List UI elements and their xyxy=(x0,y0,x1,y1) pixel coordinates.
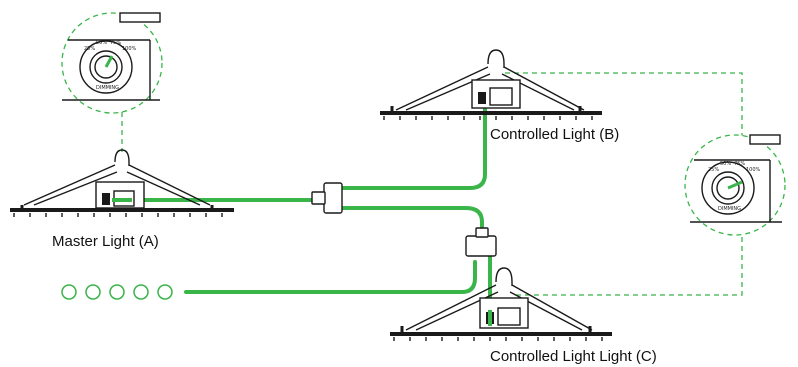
master-light xyxy=(10,149,234,217)
dial-mark: 75% xyxy=(110,40,121,46)
dial-mark: 50% xyxy=(96,40,107,46)
controlled-light-c xyxy=(390,267,612,341)
unit-circle xyxy=(109,284,125,300)
splitter-lower xyxy=(465,227,497,257)
label-controlled-light-b: Controlled Light (B) xyxy=(490,126,619,143)
zoom-links xyxy=(121,72,743,296)
dial-mark: 75% xyxy=(734,161,745,167)
unit-circle xyxy=(157,284,173,300)
zoom-callout-master: 25% 50% 75% 100% DIMMING xyxy=(61,12,163,114)
dial-mark: 100% xyxy=(746,167,761,173)
more-units-circles xyxy=(61,284,173,300)
unit-circle xyxy=(85,284,101,300)
unit-circle xyxy=(133,284,149,300)
dial-mark: 25% xyxy=(84,46,95,52)
zoom-callout-controlled: 25% 50% 75% 100% DIMMING xyxy=(684,134,786,236)
dial-caption: DIMMING xyxy=(96,85,119,91)
cable-chain-in xyxy=(184,260,477,294)
dial-mark: 25% xyxy=(708,167,719,173)
cables xyxy=(110,96,492,328)
dial-caption: DIMMING xyxy=(718,206,741,212)
zoom-link-controlled-b xyxy=(505,72,743,138)
unit-circle xyxy=(61,284,77,300)
dial-mark: 100% xyxy=(122,46,137,52)
zoom-link-controlled-c xyxy=(516,233,743,296)
label-controlled-light-c: Controlled Light Light (C) xyxy=(490,348,657,365)
dial-mark: 50% xyxy=(720,161,731,167)
cable-splitter-to-lower-splitter xyxy=(338,206,484,238)
controlled-light-b xyxy=(380,49,602,120)
cable-splitter-to-b xyxy=(338,96,487,190)
splitter-upper xyxy=(311,182,343,214)
label-master-light: Master Light (A) xyxy=(52,233,159,250)
